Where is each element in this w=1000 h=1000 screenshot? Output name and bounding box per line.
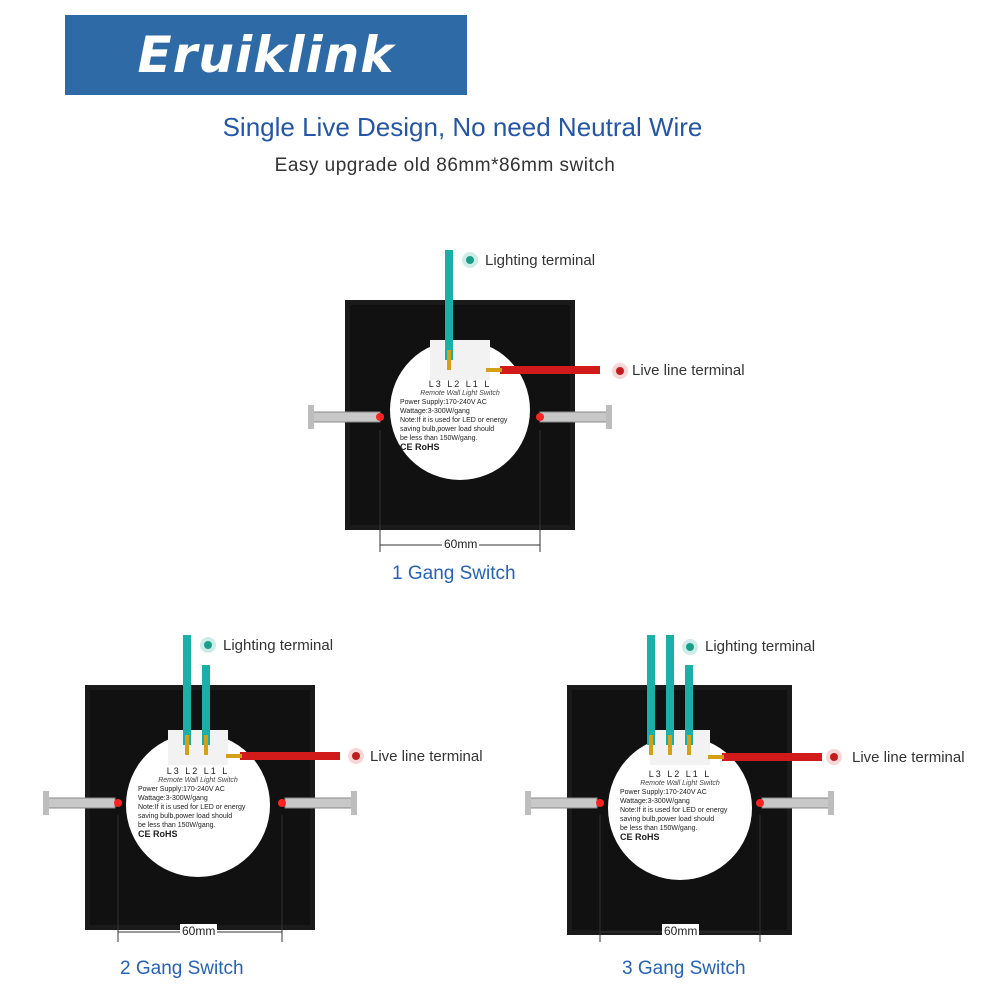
dimension-label: 60mm: [662, 924, 700, 938]
switch-caption: 3 Gang Switch: [622, 958, 746, 979]
headline: Single Live Design, No need Neutral Wire: [222, 112, 703, 142]
product-sticker: L3 L2 L1 L Remote Wall Light Switch Powe…: [400, 379, 508, 452]
dimension-label: 60mm: [442, 537, 480, 551]
live-line-terminal-label: Live line terminal: [370, 748, 483, 765]
subline: Easy upgrade old 86mm*86mm switch: [274, 155, 616, 176]
switch-illustration-2-gang: [43, 635, 364, 942]
switch-caption: 2 Gang Switch: [120, 958, 244, 979]
dimension-label: 60mm: [180, 924, 218, 938]
switch-caption: 1 Gang Switch: [392, 563, 516, 584]
product-sticker: L3 L2 L1 L Remote Wall Light Switch Powe…: [138, 766, 246, 839]
lighting-terminal-label: Lighting terminal: [705, 638, 816, 655]
lighting-terminal-label: Lighting terminal: [485, 252, 596, 269]
switch-illustration-3-gang: [525, 635, 842, 942]
switch-unit-3-gang: Lighting terminal Live line terminal 60m…: [522, 630, 992, 990]
live-line-terminal-label: Live line terminal: [852, 749, 965, 766]
switch-unit-1-gang: Lighting terminal Live line terminal 60m…: [300, 240, 770, 590]
lighting-terminal-label: Lighting terminal: [223, 637, 334, 654]
product-sticker: L3 L2 L1 L Remote Wall Light Switch Powe…: [620, 769, 728, 842]
switch-illustration-1-gang: [308, 250, 628, 552]
switch-unit-2-gang: Lighting terminal Live line terminal 60m…: [40, 630, 510, 990]
brand-logo: Eruiklink: [65, 15, 467, 95]
live-line-terminal-label: Live line terminal: [632, 362, 745, 379]
brand-logo-text: Eruiklink: [137, 26, 395, 84]
